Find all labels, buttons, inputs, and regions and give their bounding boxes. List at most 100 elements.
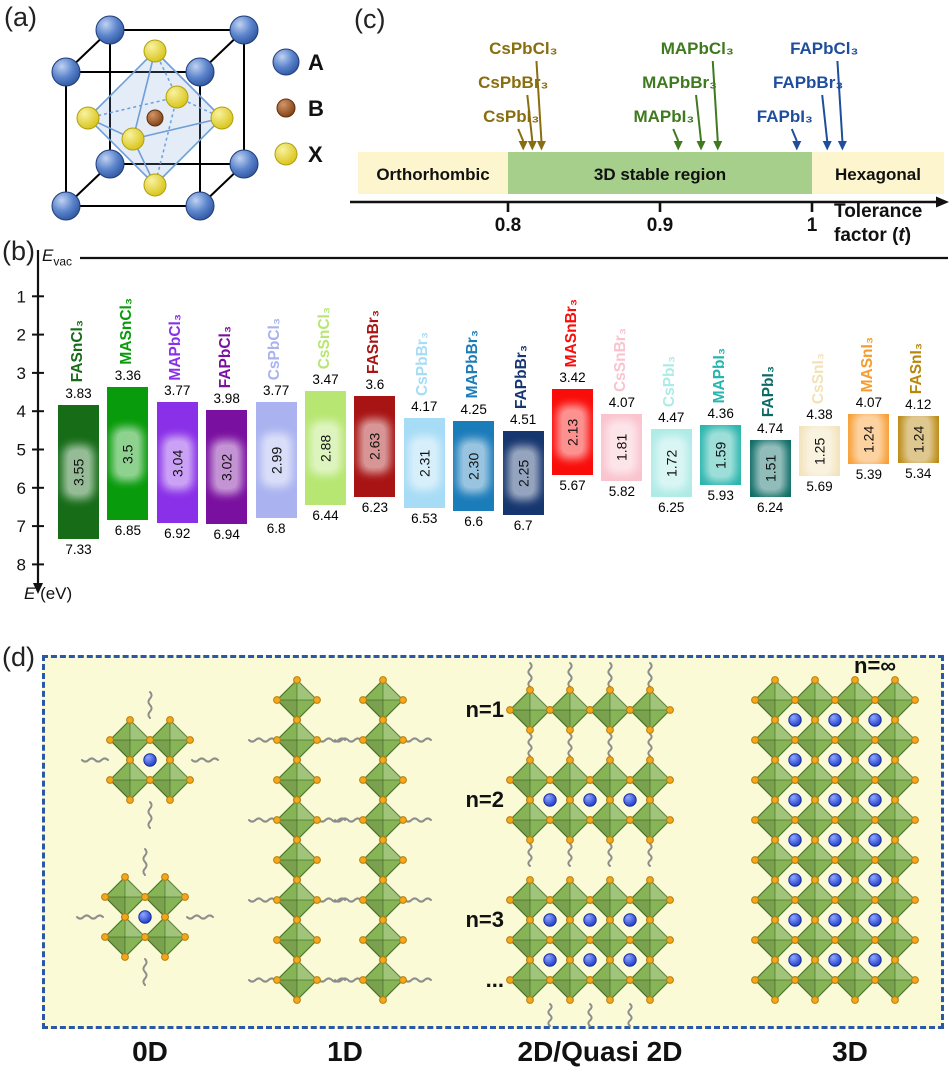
- halide-vertex-dot: [293, 716, 301, 724]
- halide-vertex-dot: [273, 896, 281, 904]
- x-site-spheres: [76, 39, 234, 197]
- organic-ligand-squiggle: [607, 662, 613, 688]
- halide-vertex-dot: [751, 896, 759, 904]
- halide-vertex-dot: [891, 716, 899, 724]
- b-site-sphere: [146, 109, 164, 127]
- halide-vertex-dot: [379, 916, 387, 924]
- vbm-value: 6.24: [756, 499, 784, 515]
- octahedron: [626, 686, 674, 734]
- halide-vertex-dot: [379, 836, 387, 844]
- halide-vertex-dot: [771, 836, 779, 844]
- bandgap-value: 1.59: [710, 433, 732, 478]
- bandgap-value: 2.31: [413, 440, 435, 485]
- organic-ligand-squiggle: [607, 843, 613, 867]
- halide-vertex-dot: [106, 736, 114, 744]
- path: [795, 940, 815, 960]
- path: [297, 800, 317, 820]
- halide-vertex-dot: [606, 726, 614, 734]
- path: [590, 940, 610, 960]
- compound-arrowhead: [536, 141, 546, 151]
- path: [170, 720, 190, 740]
- octahedron: [141, 873, 189, 921]
- compound-arrowhead: [518, 141, 528, 151]
- path: [590, 780, 610, 800]
- organic-ligand-squiggle: [147, 691, 153, 719]
- path: [363, 860, 383, 880]
- path: [755, 980, 775, 1000]
- tick-label: 0.9: [647, 215, 673, 236]
- halide-vertex-dot: [566, 956, 574, 964]
- compound-label: CsPbCl₃: [489, 39, 557, 58]
- halide-vertex-dot: [313, 936, 321, 944]
- halide-vertex-dot: [141, 933, 149, 941]
- halide-vertex-dot: [606, 686, 614, 694]
- halide-vertex-dot: [771, 956, 779, 964]
- path: [277, 740, 297, 760]
- region-label: 3D stable region: [594, 165, 726, 184]
- path: [815, 880, 835, 900]
- path: [125, 917, 145, 937]
- halide-vertex-dot: [586, 816, 594, 824]
- organic-ligand-squiggle: [587, 1003, 593, 1027]
- cbm-value: 3.6: [365, 376, 385, 392]
- path: [610, 760, 630, 780]
- halide-vertex-dot: [791, 936, 799, 944]
- halide-vertex-dot: [891, 876, 899, 884]
- tick-label: 5: [17, 441, 26, 460]
- halide-vertex-dot: [121, 913, 129, 921]
- path: [875, 860, 895, 880]
- a-cation-sphere: [828, 953, 842, 967]
- octahedron: [831, 796, 879, 844]
- octahedron: [586, 956, 634, 1004]
- path: [610, 920, 630, 940]
- path: [815, 720, 835, 740]
- path: [110, 780, 130, 800]
- path: [277, 780, 297, 800]
- bandgap-value: 2.63: [364, 424, 386, 469]
- a-cation-sphere: [543, 913, 557, 927]
- octahedron: [871, 796, 919, 844]
- path: [297, 760, 317, 780]
- band-bar-label: CsPbBr₃: [414, 331, 432, 396]
- halide-vertex-dot: [526, 996, 534, 1004]
- compound-arrow: [517, 128, 525, 142]
- halide-vertex-dot: [566, 796, 574, 804]
- bandgap-value: 3.55: [68, 449, 89, 494]
- octahedron: [546, 796, 594, 844]
- tick-label: 7: [17, 517, 26, 536]
- band-bar-label: FASnCl₃: [68, 320, 86, 383]
- halide-vertex-dot: [313, 776, 321, 784]
- halide-vertex-dot: [831, 936, 839, 944]
- octahedron: [273, 876, 321, 924]
- halide-vertex-dot: [851, 676, 859, 684]
- halide-vertex-dot: [359, 696, 367, 704]
- ligand-squiggles: [76, 662, 653, 1027]
- a-cation-sphere: [868, 833, 882, 847]
- halide-vertex-dot: [831, 816, 839, 824]
- halide-vertex-dot: [399, 896, 407, 904]
- compound-label: FAPbCl₃: [790, 39, 858, 58]
- a-cation-sphere: [583, 793, 597, 807]
- halide-vertex-dot: [771, 796, 779, 804]
- path: [297, 920, 317, 940]
- halide-vertex-dot: [606, 956, 614, 964]
- halide-vertex-dot: [399, 856, 407, 864]
- octahedron: [751, 876, 799, 924]
- octahedron: [586, 876, 634, 924]
- halide-vertex-dot: [359, 816, 367, 824]
- path: [297, 680, 317, 700]
- halide-vertex-dot: [546, 976, 554, 984]
- vbm-value: 6.94: [213, 526, 240, 542]
- path: [815, 920, 835, 940]
- path: [510, 780, 530, 800]
- halide-vertex-dot: [546, 706, 554, 714]
- halide-vertex-dot: [546, 776, 554, 784]
- path: [795, 780, 815, 800]
- halide-vertex-dot: [606, 876, 614, 884]
- bandgap-value: 1.81: [611, 425, 633, 470]
- octahedron: [871, 676, 919, 724]
- halide-vertex-dot: [506, 936, 514, 944]
- region-label: Orthorhombic: [376, 165, 489, 184]
- bandgap-value: 2.88: [315, 425, 336, 470]
